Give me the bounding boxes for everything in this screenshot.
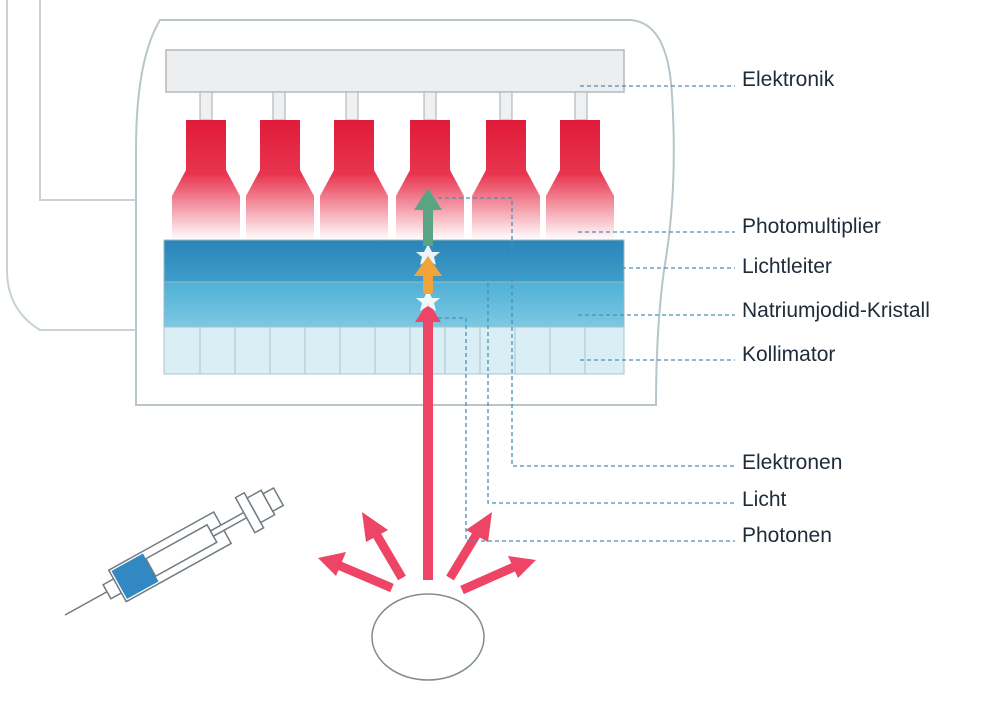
electronics-bar bbox=[165, 49, 625, 93]
label-licht: Licht bbox=[742, 488, 787, 511]
label-photomultiplier: Photomultiplier bbox=[742, 215, 881, 238]
leader-photonen bbox=[438, 317, 735, 542]
pmt-5 bbox=[472, 120, 540, 240]
pmt-4 bbox=[396, 120, 464, 240]
pmt-3 bbox=[320, 120, 388, 240]
label-elektronen: Elektronen bbox=[742, 451, 843, 474]
side-panel-outline bbox=[6, 0, 140, 331]
photomultiplier-tubes bbox=[172, 120, 614, 240]
collimator bbox=[163, 326, 625, 375]
photon-arrow-main bbox=[415, 302, 441, 580]
crystal-band bbox=[163, 281, 625, 328]
leader-elektronen bbox=[438, 197, 735, 467]
light-arrow bbox=[414, 256, 442, 294]
label-photonen: Photonen bbox=[742, 524, 832, 547]
pmt-2 bbox=[246, 120, 314, 240]
side-panel-inner-outline bbox=[39, 0, 140, 201]
pmt-1 bbox=[172, 120, 240, 240]
syringe-icon bbox=[64, 486, 285, 616]
label-kollimator: Kollimator bbox=[742, 343, 836, 366]
electron-arrow bbox=[414, 188, 442, 246]
label-lichtleiter: Lichtleiter bbox=[742, 255, 832, 278]
light-guide-band bbox=[163, 239, 625, 283]
pmt-6 bbox=[546, 120, 614, 240]
scintillation-sparks bbox=[416, 244, 440, 311]
leader-lines bbox=[438, 85, 735, 542]
patient-ellipse bbox=[371, 593, 485, 681]
label-kristall: Natriumjodid-Kristall bbox=[742, 299, 930, 322]
leader-licht bbox=[438, 269, 735, 504]
photon-arrows-radiating bbox=[318, 512, 536, 595]
label-elektronik: Elektronik bbox=[742, 68, 835, 91]
